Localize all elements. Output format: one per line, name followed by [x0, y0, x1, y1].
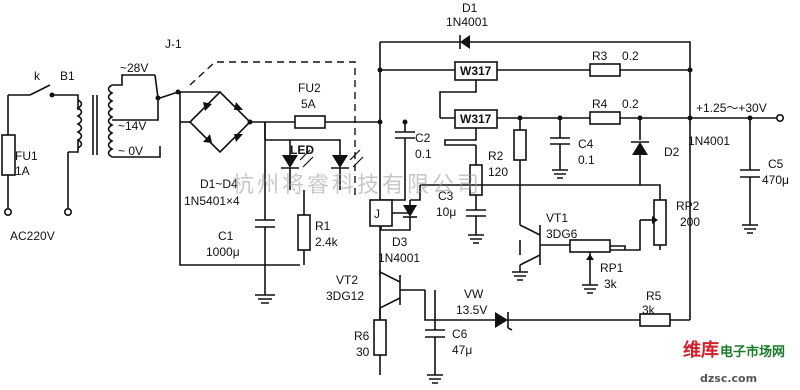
- transistor-vt1: [512, 185, 570, 281]
- label-w317-b: W317: [460, 112, 492, 126]
- label-c5: C5: [768, 157, 784, 171]
- label-j: J: [374, 207, 380, 221]
- sense-network: [420, 118, 691, 320]
- label-r3: R3: [592, 49, 608, 63]
- label-w317-a: W317: [460, 64, 492, 78]
- label-mains: AC220V: [10, 229, 55, 243]
- label-r5-value: 3k: [642, 303, 656, 317]
- label-r5: R5: [646, 289, 662, 303]
- mains-input: [1, 84, 79, 217]
- label-j1: J-1: [165, 37, 182, 51]
- fuse-fu2: [294, 115, 326, 129]
- label-bridge: D1~D4: [200, 177, 238, 191]
- label-d2: D2: [664, 145, 680, 159]
- label-r1-value: 2.4k: [315, 235, 339, 249]
- capacitor-c2: [380, 119, 415, 201]
- led-indicators: [264, 122, 364, 195]
- potentiometer-rp1: [569, 239, 626, 294]
- diode-d2: [631, 115, 649, 185]
- label-r4: R4: [592, 97, 608, 111]
- label-output: +1.25～+30V: [696, 101, 767, 115]
- label-tap-28: ~28V: [120, 61, 148, 75]
- fuse-fu1: [1, 134, 16, 176]
- label-c4: C4: [578, 137, 594, 151]
- zener-r5: [434, 290, 690, 331]
- component-labels: FU1 1A k B1 AC220V J-1 ~28V ~14V ~ 0V D1…: [10, 1, 789, 359]
- transistor-vt2: [373, 270, 425, 375]
- logo-line2: 电子市场网: [720, 344, 785, 360]
- label-d3-part: 1N4001: [378, 251, 420, 265]
- label-r2: R2: [488, 149, 504, 163]
- label-c1-value: 1000μ: [206, 245, 240, 259]
- label-b1: B1: [60, 69, 75, 83]
- label-vt1: VT1: [546, 211, 568, 225]
- label-fu2-rating: 5A: [301, 97, 316, 111]
- label-c3: C3: [438, 189, 454, 203]
- logo-line1: 维库: [683, 339, 719, 361]
- regulator-section: [377, 35, 784, 340]
- filter-c1-r1: [255, 190, 311, 304]
- capacitor-c4: [550, 115, 570, 179]
- label-fu1: FU1: [15, 149, 38, 163]
- label-k: k: [34, 69, 41, 83]
- label-vt2-part: 3DG12: [326, 289, 364, 303]
- capacitor-c3: [466, 200, 486, 244]
- capacitor-c6: [424, 290, 445, 384]
- logo-site: dzsc.com: [700, 372, 757, 385]
- label-d3: D3: [392, 235, 408, 249]
- label-rp1-value: 3k: [604, 277, 618, 291]
- label-d1-part: 1N4001: [446, 15, 488, 29]
- capacitor-c5: [740, 115, 760, 234]
- label-bridge-part: 1N5401×4: [184, 194, 240, 208]
- label-d1: D1: [462, 1, 478, 15]
- label-tap-0: ~ 0V: [118, 144, 143, 158]
- label-r6: R6: [354, 329, 370, 343]
- label-rp1: RP1: [600, 261, 624, 275]
- label-rp2: RP2: [676, 199, 700, 213]
- label-c6: C6: [452, 327, 468, 341]
- label-vt2: VT2: [336, 273, 358, 287]
- resistor-column: [513, 115, 527, 185]
- label-r6-value: 30: [356, 345, 370, 359]
- resistor-r2: [469, 145, 483, 200]
- label-c2: C2: [415, 131, 431, 145]
- label-d2-part: 1N4001: [688, 134, 730, 148]
- label-fu1-rating: 1A: [15, 164, 30, 178]
- label-c1: C1: [218, 229, 234, 243]
- transformer-b1: [76, 74, 161, 158]
- label-led: LED: [290, 143, 314, 157]
- label-r2-value: 120: [488, 165, 508, 179]
- site-logo: 维库 电子市场网 dzsc.com: [683, 339, 785, 385]
- label-rp2-value: 200: [680, 215, 700, 229]
- label-vt1-part: 3DG6: [546, 227, 578, 241]
- bridge-rectifier: [179, 90, 380, 266]
- label-c5-value: 470μ: [762, 173, 789, 187]
- watermark-text: 杭州将睿科技有限公司: [232, 173, 482, 198]
- label-r3-value: 0.2: [622, 49, 639, 63]
- relay-j: [369, 185, 421, 231]
- label-tap-14: ~14V: [118, 119, 146, 133]
- label-c4-value: 0.1: [578, 153, 595, 167]
- label-r1: R1: [315, 219, 331, 233]
- label-c6-value: 47μ: [452, 343, 472, 357]
- label-c3-value: 10μ: [436, 205, 456, 219]
- switch-k: [29, 84, 51, 96]
- label-vw: VW: [464, 287, 484, 301]
- label-vw-value: 13.5V: [456, 303, 487, 317]
- label-c2-value: 0.1: [415, 147, 432, 161]
- label-r4-value: 0.2: [622, 97, 639, 111]
- label-fu2: FU2: [298, 81, 321, 95]
